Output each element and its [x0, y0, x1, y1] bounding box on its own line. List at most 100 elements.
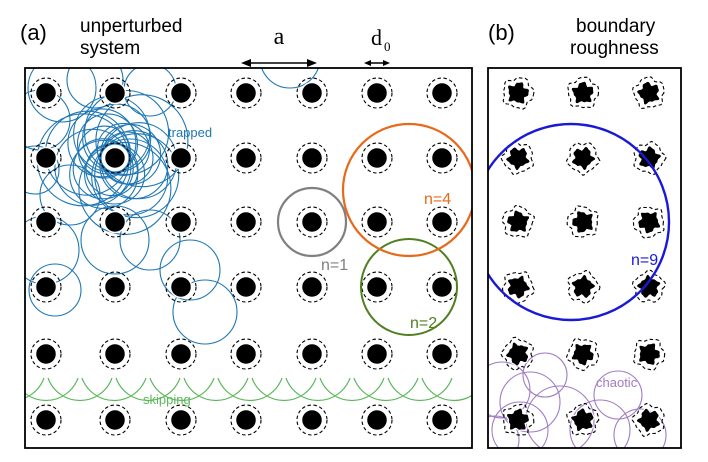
orbit-n2-label: n=2 — [410, 315, 437, 332]
trapped-orbit — [78, 141, 172, 235]
skipping-arc — [387, 377, 453, 402]
panel-b-letter: (b) — [488, 20, 515, 45]
rough-dashed-boundary — [633, 338, 666, 371]
scatterer-disk — [34, 275, 58, 299]
scatterer-disk — [103, 146, 127, 170]
chaotic-orbit — [593, 370, 643, 420]
scatterer-disk — [103, 342, 127, 366]
scatterer-disk — [300, 342, 324, 366]
trapped-orbit — [67, 108, 137, 178]
scatterer-disk — [234, 408, 258, 432]
diameter-label: d — [371, 25, 382, 50]
dashed-boundary — [361, 338, 393, 370]
dashed-boundary — [426, 142, 458, 174]
dashed-boundary — [165, 338, 197, 370]
wandering-orbit — [119, 209, 181, 271]
orbit-n4 — [341, 122, 472, 258]
diameter-subscript: 0 — [384, 39, 391, 54]
rough-scatterer-disk — [636, 210, 662, 235]
scatterer-disk — [234, 342, 258, 366]
scatterer-disk — [300, 275, 324, 299]
rough-scatterer-disk — [570, 80, 595, 105]
rough-dashed-boundary — [502, 403, 535, 436]
orbit-n4-label: n=4 — [424, 191, 451, 208]
orbit-n9 — [488, 122, 671, 322]
chaotic-orbit — [613, 408, 667, 448]
rough-scatterer-disk — [635, 80, 661, 107]
rough-dashed-boundary — [566, 402, 600, 436]
scatterer-disk — [234, 275, 258, 299]
chaotic-orbit — [569, 399, 631, 448]
dashed-boundary — [230, 77, 262, 109]
trapped-orbit — [69, 139, 139, 210]
scatterer-disk — [34, 408, 58, 432]
rough-dashed-boundary — [632, 206, 665, 239]
scatterer-disk — [169, 146, 193, 170]
dashed-boundary — [99, 206, 131, 238]
scatterer-disk — [34, 81, 58, 105]
panel-b-orbits — [488, 352, 667, 448]
rough-dashed-boundary — [633, 140, 667, 175]
dashed-boundary — [296, 404, 328, 436]
dashed-boundary — [99, 77, 131, 109]
dashed-boundary — [426, 206, 458, 238]
dashed-boundary — [361, 142, 393, 174]
scatterer-disk — [300, 210, 324, 234]
skipping-arc — [81, 377, 147, 402]
rough-dashed-boundary — [566, 142, 601, 176]
rough-dashed-boundary — [632, 76, 665, 109]
rough-scatterer-disk — [637, 144, 663, 171]
panel-a-caption-line1: unperturbed — [80, 16, 182, 37]
rough-dashed-boundary — [631, 269, 667, 303]
scatterer-disk — [234, 146, 258, 170]
dashed-boundary — [296, 77, 328, 109]
rough-dashed-boundary — [566, 205, 599, 238]
chaotic-orbit — [499, 371, 561, 433]
scatterer-disk — [169, 342, 193, 366]
dashed-boundary — [99, 142, 131, 174]
scatterer-disk — [169, 408, 193, 432]
panel-a-caption-line2: system — [80, 38, 140, 59]
dashed-boundary — [296, 271, 328, 303]
scatterer-disk — [430, 146, 454, 170]
panel-b-scatterers — [488, 76, 671, 437]
scatterer-disk — [430, 408, 454, 432]
wandering-orbit — [172, 279, 238, 345]
rough-scatterer-disk — [570, 145, 597, 172]
scatterer-disk — [365, 408, 389, 432]
scatterer-disk — [300, 408, 324, 432]
skipping-arc — [183, 377, 249, 402]
skipping-arc — [217, 377, 283, 402]
rough-scatterer-disk — [570, 210, 595, 234]
scatterer-disk — [430, 342, 454, 366]
wandering-orbit — [27, 68, 97, 123]
skipping-arc — [251, 377, 317, 402]
rough-scatterer-disk — [635, 407, 662, 434]
skipping-arc — [149, 377, 215, 402]
scatterer-disk — [365, 146, 389, 170]
dashed-boundary — [230, 142, 262, 174]
wandering-orbit — [25, 145, 60, 195]
trapped-orbit — [91, 138, 169, 216]
panel-a-frame — [24, 67, 473, 449]
scatterer-disk — [430, 210, 454, 234]
panel-b: (b) boundary roughness n=9 chaotic — [487, 16, 682, 449]
scatterer-disk — [300, 81, 324, 105]
scatterer-disk — [34, 146, 58, 170]
scatterer-disk — [300, 146, 324, 170]
panel-a-letter: (a) — [20, 20, 47, 45]
dashed-boundary — [165, 271, 197, 303]
scatterer-disk — [430, 81, 454, 105]
dashed-boundary — [426, 338, 458, 370]
dashed-boundary — [30, 142, 62, 174]
dashed-boundary — [165, 142, 197, 174]
scatterer-disk — [169, 81, 193, 105]
rough-dashed-boundary — [631, 402, 665, 437]
wandering-orbit — [159, 239, 221, 301]
orbit-n1-label: n=1 — [321, 257, 348, 274]
rough-scatterer-disk — [506, 274, 532, 300]
trapped-orbit — [72, 138, 134, 200]
skipping-arc — [285, 377, 351, 402]
trapped-orbit — [84, 143, 146, 205]
